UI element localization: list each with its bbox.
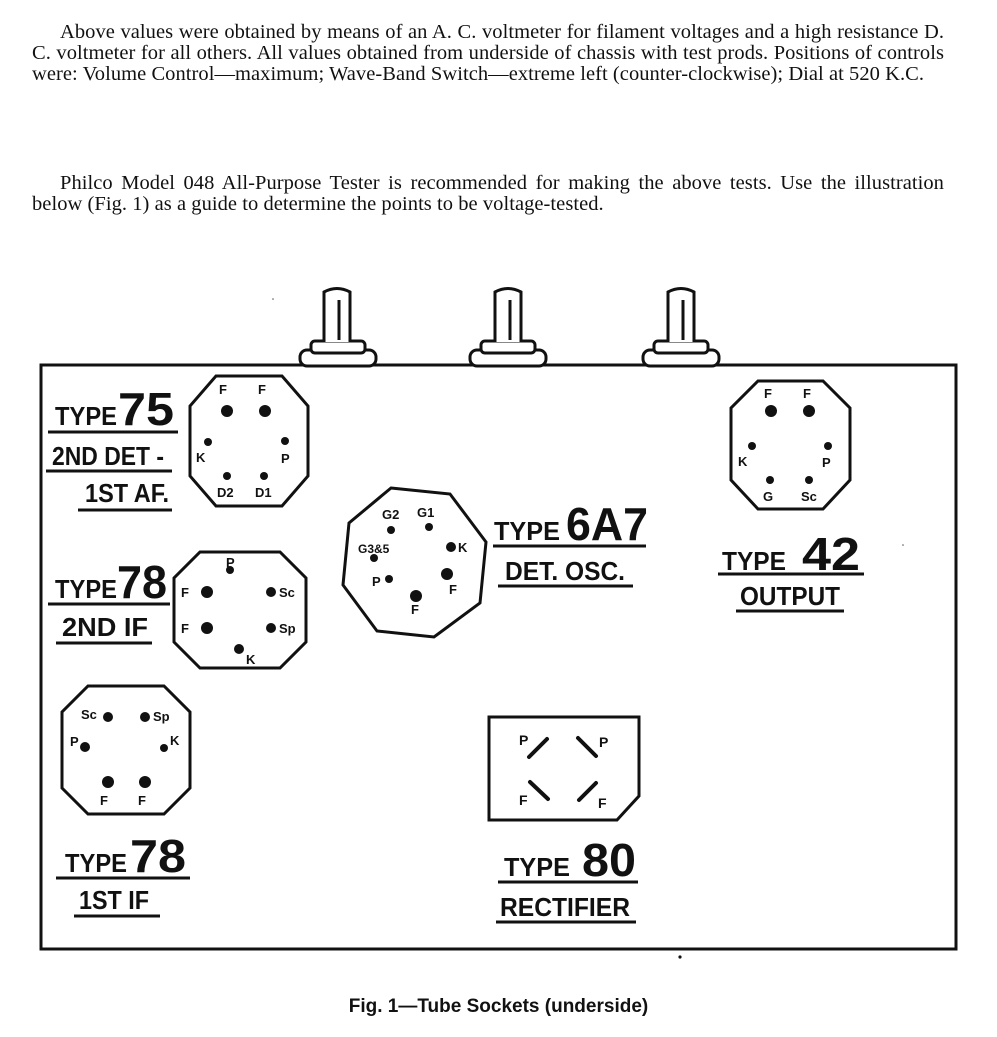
pin-label-g2: G2	[382, 507, 399, 522]
pin-label-p: P	[281, 451, 290, 466]
type-42-number: 42	[802, 528, 860, 580]
tester-paragraph: Philco Model 048 All-Purpose Tester is r…	[32, 173, 944, 215]
pin-label-sc: Sc	[801, 489, 817, 504]
pin-label-g35: G3&5	[358, 542, 390, 556]
type-75-function-2: 1ST AF.	[85, 478, 169, 508]
tester-paragraph-text: Philco Model 048 All-Purpose Tester is r…	[32, 172, 944, 215]
type-80-label: TYPE 80 RECTIFIER	[496, 834, 638, 924]
stray-mark	[902, 544, 904, 546]
control-shaft-3	[641, 287, 721, 368]
pin-label-f: F	[138, 793, 146, 808]
pin-label-p: P	[599, 734, 608, 750]
type-42-label: TYPE 42 OUTPUT	[718, 528, 864, 613]
type-78-1st-if-function: 1ST IF	[79, 885, 149, 915]
type-75-function-1: 2ND DET -	[52, 441, 164, 471]
type-42-socket: F F K P G Sc	[729, 379, 852, 511]
pin-label-k: K	[738, 454, 748, 469]
pin-label-k: K	[246, 652, 256, 667]
type-78-2nd-if-function: 2ND IF	[62, 612, 148, 642]
pin-label-sc: Sc	[279, 585, 295, 600]
pin-label-p: P	[372, 574, 381, 589]
pin-label-f: F	[219, 382, 227, 397]
type-78-2nd-if-label: TYPE 78 2ND IF	[48, 556, 170, 645]
pin-label-g: G	[763, 489, 773, 504]
pin-label-f: F	[519, 792, 528, 808]
socket-outline	[172, 550, 308, 670]
pin-label-g1: G1	[417, 505, 434, 520]
pin-label-sc: Sc	[81, 707, 97, 722]
type-42-prefix: TYPE	[722, 546, 786, 576]
type-80-number: 80	[582, 834, 636, 886]
type-78-2nd-if-socket: P F F Sc Sp K	[172, 550, 308, 670]
type-78-2nd-if-prefix: TYPE	[55, 574, 117, 604]
pin-label-f: F	[181, 621, 189, 636]
pin-label-f: F	[100, 793, 108, 808]
intro-paragraph-text: Above values were obtained by means of a…	[32, 21, 944, 85]
control-shaft-1	[298, 287, 378, 368]
pin-label-f: F	[181, 585, 189, 600]
type-78-1st-if-socket: Sc Sp P K F F	[60, 684, 192, 816]
pin-label-f: F	[803, 386, 811, 401]
type-6a7-number: 6A7	[566, 498, 648, 550]
type-6a7-label: TYPE 6A7 DET. OSC.	[493, 498, 648, 588]
socket-outline	[188, 374, 310, 508]
socket-outline	[341, 486, 488, 639]
pin-label-k: K	[458, 540, 468, 555]
type-6a7-socket: G2 G1 G3&5 K P F F	[341, 486, 488, 639]
type-78-1st-if-prefix: TYPE	[65, 848, 127, 878]
pin-label-k: K	[196, 450, 206, 465]
pin-label-f: F	[764, 386, 772, 401]
pin-label-sp: Sp	[279, 621, 296, 636]
type-6a7-prefix: TYPE	[494, 516, 560, 546]
pin-label-k: K	[170, 733, 180, 748]
type-78-1st-if-label: TYPE 78 1ST IF	[56, 830, 190, 918]
pin-label-d1: D1	[255, 485, 272, 500]
pin-label-d2: D2	[217, 485, 234, 500]
type-78-1st-if-number: 78	[130, 830, 186, 882]
type-80-prefix: TYPE	[504, 852, 570, 882]
pin-label-p: P	[70, 734, 79, 749]
type-80-function: RECTIFIER	[500, 892, 630, 922]
pin-label-p: P	[822, 455, 831, 470]
stray-mark	[678, 955, 682, 959]
pin-label-sp: Sp	[153, 709, 170, 724]
type-42-function: OUTPUT	[740, 581, 840, 611]
pin-label-f: F	[411, 602, 419, 617]
type-78-2nd-if-number: 78	[117, 556, 167, 608]
type-75-prefix: TYPE	[55, 401, 117, 431]
socket-outline	[487, 715, 641, 822]
pin-label-f: F	[598, 795, 607, 811]
pin-label-f: F	[449, 582, 457, 597]
pin-label-p: P	[519, 732, 528, 748]
type-75-label: TYPE 75 2ND DET - 1ST AF.	[46, 383, 178, 512]
socket-outline	[60, 684, 192, 816]
intro-paragraph: Above values were obtained by means of a…	[32, 22, 944, 85]
type-75-number: 75	[118, 383, 174, 435]
stray-mark	[272, 298, 274, 300]
control-shaft-2	[468, 287, 548, 368]
pin-label-p: P	[226, 555, 235, 570]
type-75-socket: F F K P D2 D1	[188, 374, 310, 508]
figure-caption: Fig. 1—Tube Sockets (underside)	[348, 996, 649, 1017]
type-6a7-function: DET. OSC.	[505, 556, 625, 586]
type-80-socket: P P F F	[487, 715, 641, 822]
pin-label-f: F	[258, 382, 266, 397]
socket-outline	[729, 379, 852, 511]
